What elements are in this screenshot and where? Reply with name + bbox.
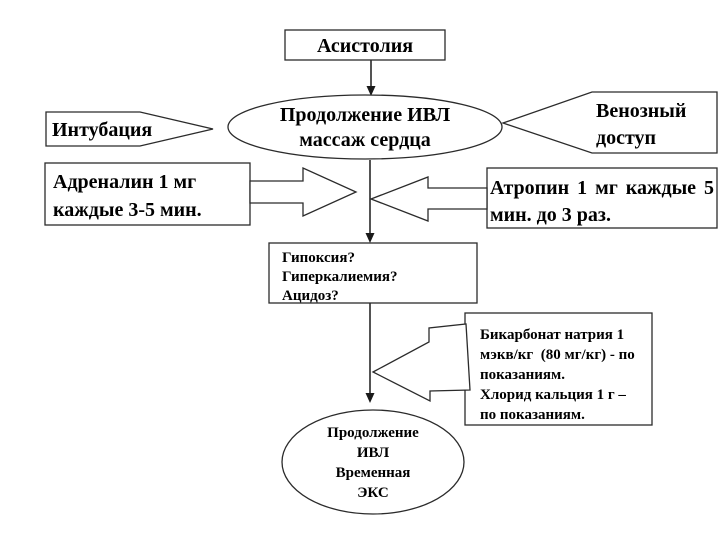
cpr-label: Продолжение ИВЛ массаж сердца	[228, 103, 502, 153]
causes-line: Гиперкалиемия?	[282, 269, 398, 285]
outcome-line: ЭКС	[357, 485, 389, 501]
bicarbonate-box	[464, 312, 653, 426]
bicarbonate-line: показаниям.	[480, 367, 565, 383]
arrowhead-down-icon	[366, 86, 376, 96]
causes-line: Гипоксия?	[282, 250, 355, 266]
venous-access-line: доступ	[596, 127, 657, 149]
block-arrow-left-icon	[369, 176, 488, 222]
bicarbonate-line: Хлорид кальция 1 г –	[480, 387, 626, 403]
intubation-label: Интубация	[52, 119, 153, 141]
atropine-box	[486, 167, 718, 229]
arrowhead-down-icon	[365, 393, 375, 403]
bicarbonate-line: мэкв/кг (80 мг/кг) - по	[480, 347, 635, 363]
venous-access-line: Венозный	[596, 100, 687, 122]
outcome-ellipse	[281, 409, 465, 515]
adrenaline-line: Адреналин 1 мг	[53, 171, 197, 193]
atropine-line: мин. до 3 раз.	[490, 204, 611, 226]
causes-label: Гипоксия? Гиперкалиемия? Ацидоз?	[282, 249, 472, 306]
adrenaline-label: Адреналин 1 мг каждые 3-5 мин.	[53, 168, 248, 224]
adrenaline-box	[44, 162, 251, 226]
atropine-label: Атропин 1 мг каждые 5 мин. до 3 раз.	[490, 175, 714, 229]
cpr-label-line: массаж сердца	[299, 129, 431, 151]
causes-line: Ацидоз?	[282, 288, 339, 304]
block-arrow-left-icon	[371, 323, 471, 403]
outcome-line: ИВЛ	[356, 445, 390, 461]
intubation-pentagon	[45, 111, 214, 147]
causes-box	[268, 242, 478, 304]
block-arrow-right-icon	[249, 166, 358, 218]
asystole-label: Асистолия	[316, 35, 414, 57]
outcome-line: Временная	[335, 465, 411, 481]
arrowhead-down-icon	[365, 233, 375, 243]
asystole-box	[284, 29, 446, 61]
adrenaline-line: каждые 3-5 мин.	[53, 199, 202, 221]
bicarbonate-line: Бикарбонат натрия 1	[480, 327, 625, 343]
venous-access-label: Венозный доступ	[596, 98, 714, 152]
venous-access-pentagon	[500, 91, 718, 154]
outcome-label: Продолжение ИВЛ Временная ЭКС	[282, 423, 464, 503]
cpr-ellipse	[227, 94, 503, 160]
bicarbonate-line: по показаниям.	[480, 407, 585, 423]
atropine-line: Атропин 1 мг каждые 5	[490, 177, 714, 199]
bicarbonate-label: Бикарбонат натрия 1 мэкв/кг (80 мг/кг) -…	[480, 325, 652, 425]
cpr-label-line: Продолжение ИВЛ	[279, 104, 451, 126]
outcome-line: Продолжение	[327, 425, 419, 441]
